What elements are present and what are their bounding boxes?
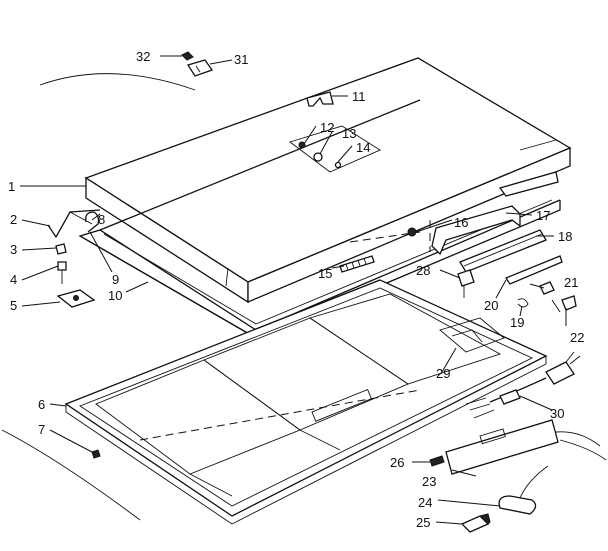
part-30-power-cord xyxy=(465,351,581,419)
parts-31-32-screw-clip xyxy=(181,51,214,77)
part-labels: 1 2 3 4 5 6 7 8 9 10 11 12 13 14 15 16 1… xyxy=(8,49,584,530)
part-23-control-panel xyxy=(445,419,601,475)
label-17: 17 xyxy=(536,208,550,223)
sketch-arc-left xyxy=(1,429,141,521)
label-3: 3 xyxy=(10,242,17,257)
label-22: 22 xyxy=(570,330,584,345)
lock-hardware xyxy=(457,255,577,313)
part-24-thermostat xyxy=(498,465,549,515)
label-26: 26 xyxy=(390,455,404,470)
handle-assembly xyxy=(407,205,547,273)
label-15: 15 xyxy=(318,266,332,281)
label-16: 16 xyxy=(454,215,468,230)
label-8: 8 xyxy=(98,212,105,227)
hinge-assembly xyxy=(47,209,101,308)
part-11-clip xyxy=(306,91,334,107)
label-6: 6 xyxy=(38,397,45,412)
label-30: 30 xyxy=(550,406,564,421)
label-23: 23 xyxy=(422,474,436,489)
label-31: 31 xyxy=(234,52,248,67)
label-7: 7 xyxy=(38,422,45,437)
leader-lines xyxy=(20,55,567,525)
lid-panel xyxy=(84,57,572,304)
label-18: 18 xyxy=(558,229,572,244)
label-19: 19 xyxy=(510,315,524,330)
label-12: 12 xyxy=(320,120,334,135)
label-25: 25 xyxy=(416,515,430,530)
label-1: 1 xyxy=(8,179,15,194)
gasket-frame xyxy=(78,99,561,340)
label-4: 4 xyxy=(10,272,17,287)
label-9: 9 xyxy=(112,272,119,287)
part-25-knob xyxy=(460,513,491,533)
label-14: 14 xyxy=(356,140,370,155)
part-7-screw xyxy=(91,449,101,459)
label-11: 11 xyxy=(352,89,366,104)
label-29: 29 xyxy=(436,366,450,381)
sketch-arc-right xyxy=(559,439,607,461)
part-15-latch xyxy=(339,255,375,273)
label-10: 10 xyxy=(108,288,122,303)
sketch-arc-top xyxy=(39,73,196,91)
label-24: 24 xyxy=(418,495,432,510)
label-13: 13 xyxy=(342,126,356,141)
part-26-screw xyxy=(429,455,445,467)
label-5: 5 xyxy=(10,298,17,313)
cabinet-base xyxy=(64,279,548,525)
label-21: 21 xyxy=(564,275,578,290)
label-32: 32 xyxy=(136,49,150,64)
label-28: 28 xyxy=(416,263,430,278)
label-20: 20 xyxy=(484,298,498,313)
label-2: 2 xyxy=(10,212,17,227)
